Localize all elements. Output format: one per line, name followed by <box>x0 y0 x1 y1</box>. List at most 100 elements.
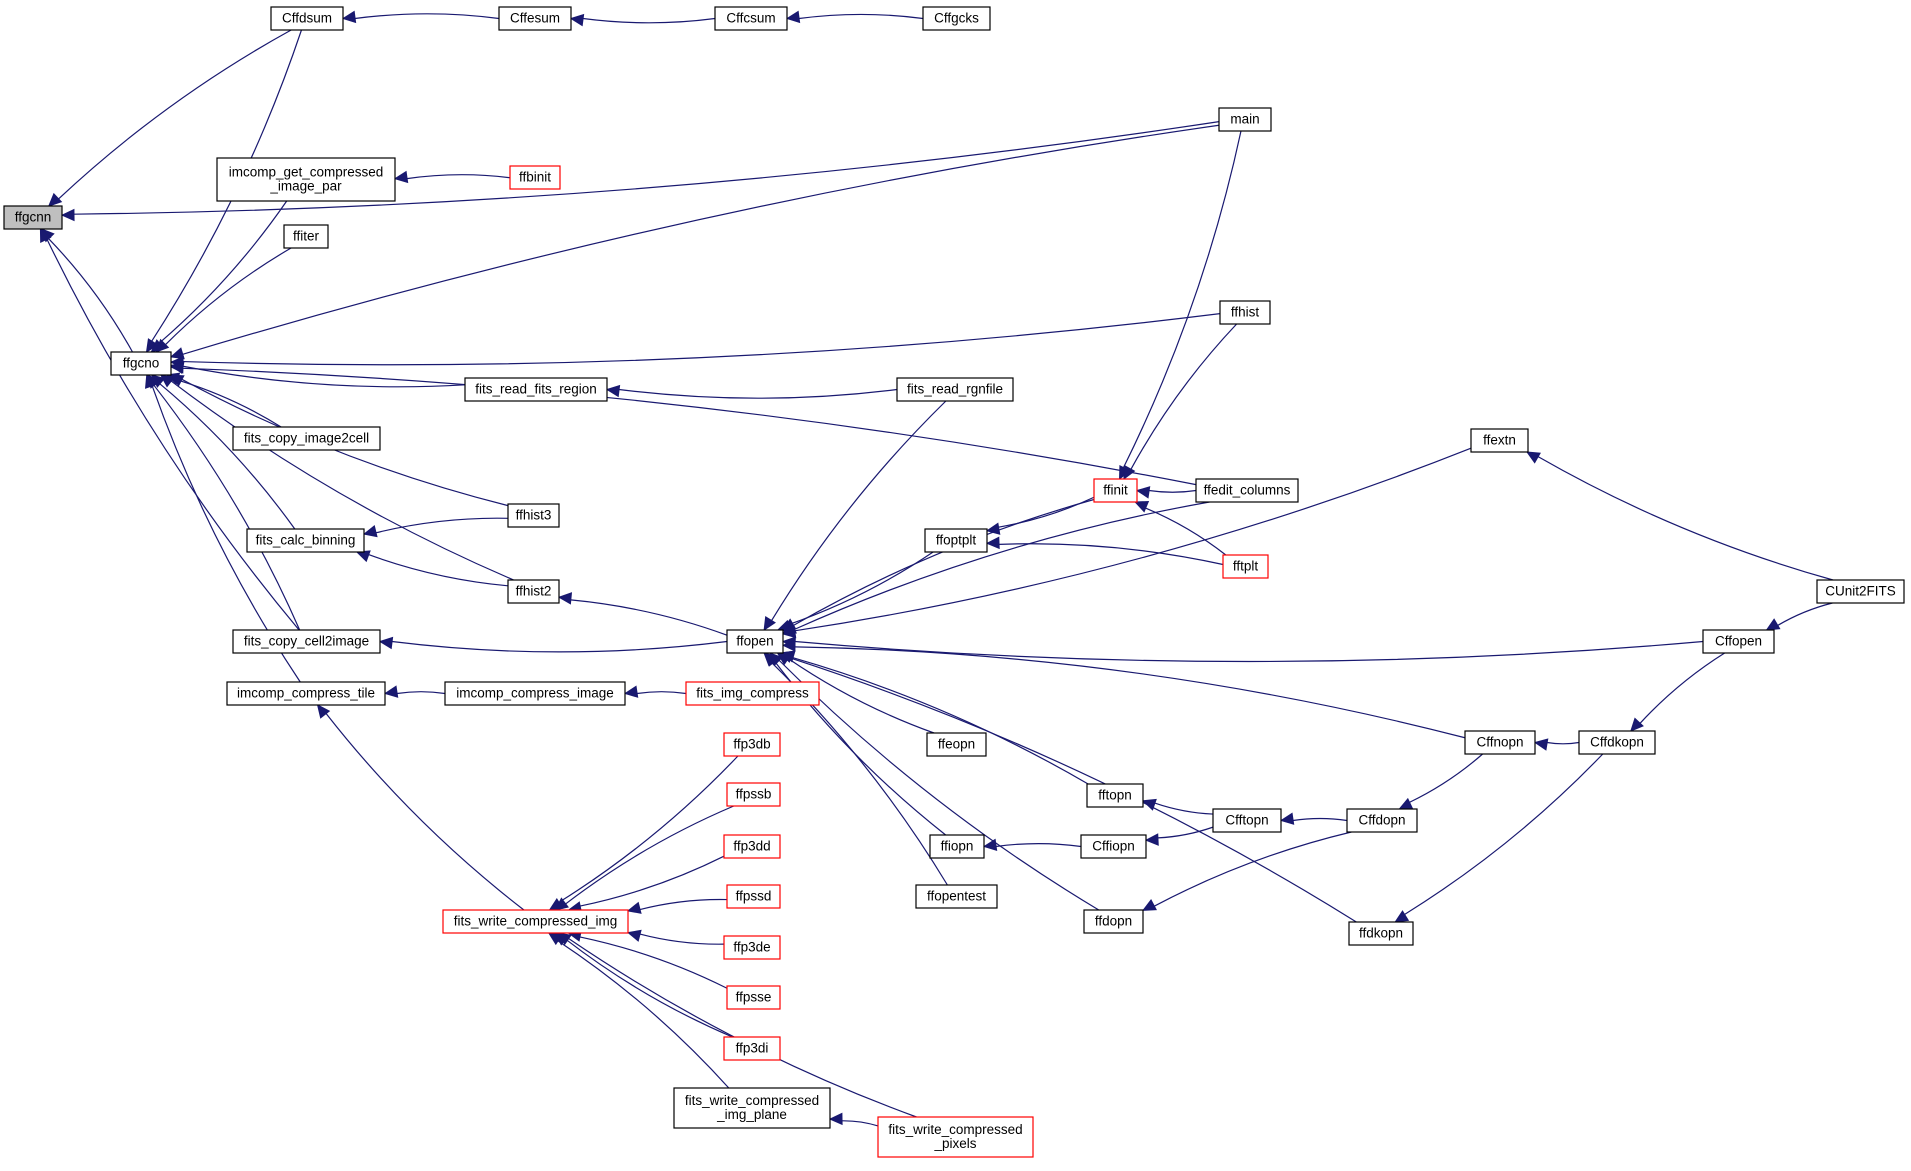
node-fits_write_compressed_img_plane[interactable]: fits_write_compressed_img_plane <box>673 1087 831 1129</box>
node-box[interactable] <box>1195 478 1299 503</box>
node-fits_read_fits_region[interactable]: fits_read_fits_region <box>464 377 608 402</box>
node-ffp3db[interactable]: ffp3db <box>723 732 781 757</box>
node-box[interactable] <box>714 6 788 31</box>
node-ffinit[interactable]: ffinit <box>1093 478 1138 503</box>
node-box[interactable] <box>226 681 386 706</box>
node-box[interactable] <box>3 205 63 230</box>
node-ffp3dd[interactable]: ffp3dd <box>723 834 781 859</box>
node-fftplt[interactable]: fftplt <box>1222 554 1269 579</box>
node-Cffopen[interactable]: Cffopen <box>1702 629 1775 654</box>
node-ffpssb[interactable]: ffpssb <box>726 782 781 807</box>
node-Cffcsum[interactable]: Cffcsum <box>714 6 788 31</box>
node-ffpssd[interactable]: ffpssd <box>726 884 781 909</box>
node-box[interactable] <box>723 834 781 859</box>
node-box[interactable] <box>877 1116 1034 1158</box>
node-box[interactable] <box>726 985 781 1010</box>
node-box[interactable] <box>246 528 365 553</box>
node-Cffiopn[interactable]: Cffiopn <box>1080 834 1147 859</box>
node-box[interactable] <box>444 681 626 706</box>
node-box[interactable] <box>723 732 781 757</box>
node-box[interactable] <box>270 6 344 31</box>
node-box[interactable] <box>1222 554 1269 579</box>
node-box[interactable] <box>1086 783 1144 808</box>
node-ffhist2[interactable]: ffhist2 <box>507 579 560 604</box>
node-box[interactable] <box>1348 921 1414 946</box>
node-ffeopn[interactable]: ffeopn <box>926 732 987 757</box>
node-ffedit_columns[interactable]: ffedit_columns <box>1195 478 1299 503</box>
node-ffgcno[interactable]: ffgcno <box>110 351 172 376</box>
node-fits_img_compress[interactable]: fits_img_compress <box>685 681 820 706</box>
node-imcomp_compress_tile[interactable]: imcomp_compress_tile <box>226 681 386 706</box>
node-box[interactable] <box>1212 808 1282 833</box>
node-box[interactable] <box>507 579 560 604</box>
node-imcomp_compress_image[interactable]: imcomp_compress_image <box>444 681 626 706</box>
node-box[interactable] <box>896 377 1014 402</box>
node-fits_read_rgnfile[interactable]: fits_read_rgnfile <box>896 377 1014 402</box>
node-box[interactable] <box>1702 629 1775 654</box>
node-main[interactable]: main <box>1218 107 1272 132</box>
node-ffp3di[interactable]: ffp3di <box>723 1036 781 1061</box>
node-box[interactable] <box>1218 107 1272 132</box>
node-fits_copy_cell2image[interactable]: fits_copy_cell2image <box>232 629 381 654</box>
node-ffhist[interactable]: ffhist <box>1219 300 1271 325</box>
node-Cfftopn[interactable]: Cfftopn <box>1212 808 1282 833</box>
node-box[interactable] <box>685 681 820 706</box>
node-box[interactable] <box>915 884 998 909</box>
node-box[interactable] <box>1083 909 1144 934</box>
node-ffdopn[interactable]: ffdopn <box>1083 909 1144 934</box>
node-ffdkopn[interactable]: ffdkopn <box>1348 921 1414 946</box>
node-box[interactable] <box>926 732 987 757</box>
node-Cffesum[interactable]: Cffesum <box>498 6 572 31</box>
node-imcomp_get[interactable]: imcomp_get_compressed_image_par <box>216 157 396 202</box>
node-box[interactable] <box>1470 428 1529 453</box>
node-Cffdsum[interactable]: Cffdsum <box>270 6 344 31</box>
node-box[interactable] <box>1093 478 1138 503</box>
node-ffopentest[interactable]: ffopentest <box>915 884 998 909</box>
node-box[interactable] <box>673 1087 831 1129</box>
node-box[interactable] <box>509 165 561 190</box>
node-box[interactable] <box>232 629 381 654</box>
node-ffextn[interactable]: ffextn <box>1470 428 1529 453</box>
node-box[interactable] <box>1464 730 1536 755</box>
node-fits_calc_binning[interactable]: fits_calc_binning <box>246 528 365 553</box>
node-box[interactable] <box>726 782 781 807</box>
node-box[interactable] <box>464 377 608 402</box>
node-Cffnopn[interactable]: Cffnopn <box>1464 730 1536 755</box>
node-fits_write_compressed_pixels[interactable]: fits_write_compressed_pixels <box>877 1116 1034 1158</box>
node-box[interactable] <box>723 935 781 960</box>
node-fits_write_compressed_img[interactable]: fits_write_compressed_img <box>442 909 629 934</box>
node-box[interactable] <box>216 157 396 202</box>
node-box[interactable] <box>726 884 781 909</box>
node-box[interactable] <box>498 6 572 31</box>
node-ffiter[interactable]: ffiter <box>283 224 329 249</box>
node-ffhist3[interactable]: ffhist3 <box>507 503 560 528</box>
node-box[interactable] <box>507 503 560 528</box>
node-ffp3de[interactable]: ffp3de <box>723 935 781 960</box>
node-box[interactable] <box>723 1036 781 1061</box>
node-box[interactable] <box>929 834 985 859</box>
node-box[interactable] <box>283 224 329 249</box>
node-box[interactable] <box>1816 579 1905 604</box>
node-ffpsse[interactable]: ffpsse <box>726 985 781 1010</box>
node-box[interactable] <box>1578 730 1656 755</box>
node-ffbinit[interactable]: ffbinit <box>509 165 561 190</box>
node-CUnit2FITS[interactable]: CUnit2FITS <box>1816 579 1905 604</box>
node-ffgcnn[interactable]: ffgcnn <box>3 205 63 230</box>
node-box[interactable] <box>1080 834 1147 859</box>
node-ffoptplt[interactable]: ffoptplt <box>924 528 988 553</box>
node-fftopn[interactable]: fftopn <box>1086 783 1144 808</box>
node-box[interactable] <box>442 909 629 934</box>
node-ffopen[interactable]: ffopen <box>726 629 784 654</box>
node-box[interactable] <box>1219 300 1271 325</box>
node-box[interactable] <box>1346 808 1418 833</box>
node-Cffdopn[interactable]: Cffdopn <box>1346 808 1418 833</box>
node-box[interactable] <box>232 426 381 451</box>
node-box[interactable] <box>924 528 988 553</box>
node-box[interactable] <box>726 629 784 654</box>
node-Cffdkopn[interactable]: Cffdkopn <box>1578 730 1656 755</box>
node-box[interactable] <box>922 6 991 31</box>
node-ffiopn[interactable]: ffiopn <box>929 834 985 859</box>
node-fits_copy_image2cell[interactable]: fits_copy_image2cell <box>232 426 381 451</box>
node-box[interactable] <box>110 351 172 376</box>
node-Cffgcks[interactable]: Cffgcks <box>922 6 991 31</box>
